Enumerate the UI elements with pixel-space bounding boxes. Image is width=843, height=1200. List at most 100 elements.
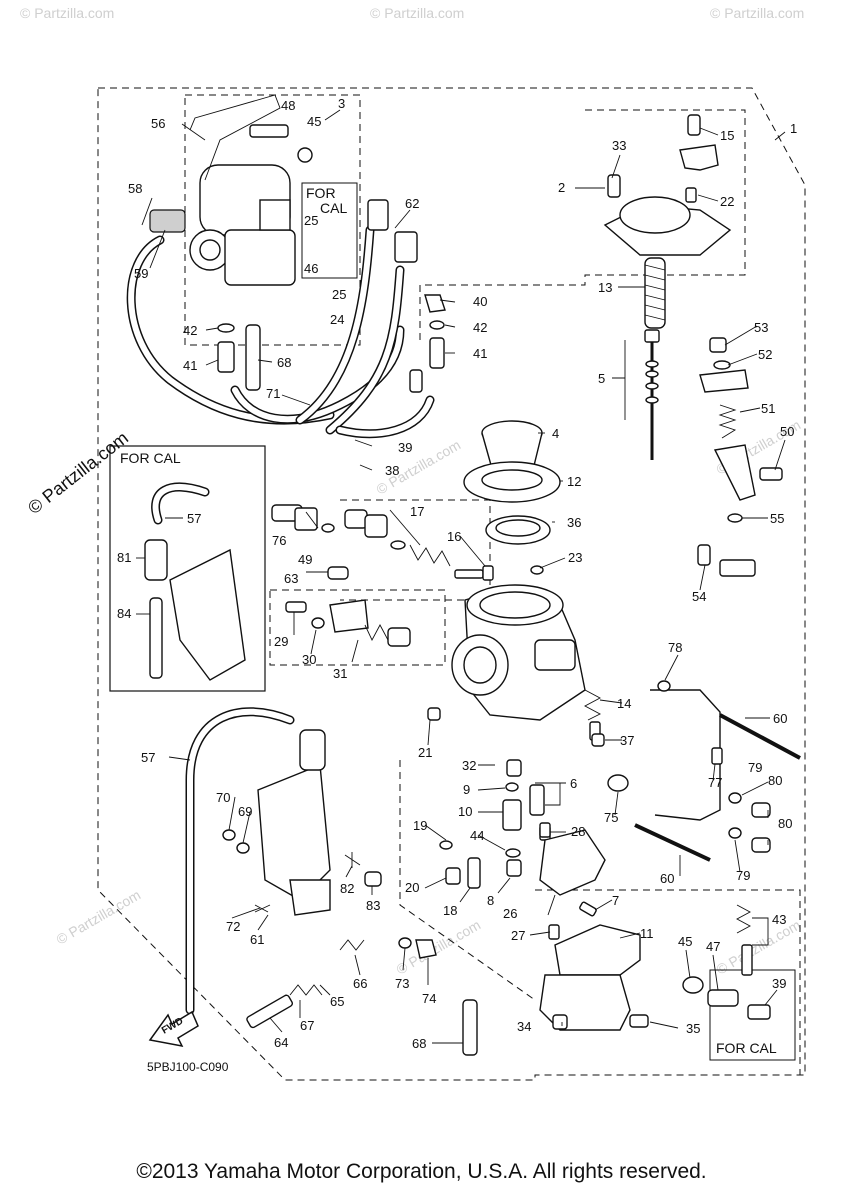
callout-55: 55 — [770, 511, 784, 526]
callout-45-right: 45 — [678, 934, 692, 949]
callout-44: 44 — [470, 828, 484, 843]
callout-54: 54 — [692, 589, 706, 604]
callout-31: 31 — [333, 666, 347, 681]
callout-19: 19 — [413, 818, 427, 833]
assembly-outline — [97, 87, 806, 1081]
callout-82: 82 — [340, 881, 354, 896]
callout-78: 78 — [668, 640, 682, 655]
callout-77: 77 — [708, 775, 722, 790]
callout-56: 56 — [151, 116, 165, 131]
callout-66: 66 — [353, 976, 367, 991]
callout-46: 46 — [304, 261, 318, 276]
callout-12: 12 — [567, 474, 581, 489]
group-box-jets — [399, 760, 536, 1001]
group-box-29-31 — [269, 589, 446, 666]
callout-65: 65 — [330, 994, 344, 1009]
callout-1: 1 — [790, 121, 797, 136]
callout-52: 52 — [758, 347, 772, 362]
callout-79: 79 — [748, 760, 762, 775]
callout-49: 49 — [298, 552, 312, 567]
callout-53: 53 — [754, 320, 768, 335]
callout-23: 23 — [568, 550, 582, 565]
leader-lines — [136, 109, 786, 1044]
group-box-3 — [184, 94, 361, 346]
for-cal-box-top — [301, 182, 358, 279]
callout-34: 34 — [517, 1019, 531, 1034]
callout-72: 72 — [226, 919, 240, 934]
callout-59: 59 — [134, 266, 148, 281]
callout-39-for-cal: 39 — [772, 976, 786, 991]
callout-60-lower: 60 — [660, 871, 674, 886]
partzilla-side-watermark: © Partzilla.com — [24, 428, 132, 518]
callout-24: 24 — [330, 312, 344, 327]
callout-74: 74 — [422, 991, 436, 1006]
callout-13: 13 — [598, 280, 612, 295]
callout-58: 58 — [128, 181, 142, 196]
callout-38: 38 — [385, 463, 399, 478]
callout-61: 61 — [250, 932, 264, 947]
for-cal-label: FOR CAL — [120, 450, 181, 466]
callout-8: 8 — [487, 893, 494, 908]
callout-42: 42 — [473, 320, 487, 335]
callout-7: 7 — [612, 893, 619, 908]
callout-83: 83 — [366, 898, 380, 913]
fwd-arrow-icon — [148, 1010, 199, 1048]
carburetor-body — [451, 584, 586, 721]
copyright-notice: ©2013 Yamaha Motor Corporation, U.S.A. A… — [136, 1160, 707, 1183]
for-cal-label-bottom: FOR CAL — [716, 1040, 777, 1056]
watermark: © Partzilla.com — [370, 5, 464, 21]
callout-2: 2 — [558, 180, 565, 195]
callout-79-lower: 79 — [736, 868, 750, 883]
watermark: © Partzilla.com — [54, 887, 144, 948]
callout-80-lower: 80 — [778, 816, 792, 831]
callout-68: 68 — [412, 1036, 426, 1051]
callout-16: 16 — [447, 529, 461, 544]
callout-35: 35 — [686, 1021, 700, 1036]
callout-71: 71 — [266, 386, 280, 401]
watermark: © Partzilla.com — [714, 917, 804, 978]
watermark: © Partzilla.com — [710, 5, 804, 21]
callout-10: 10 — [458, 804, 472, 819]
carburetor-assembly-small — [149, 94, 313, 286]
callout-30: 30 — [302, 652, 316, 667]
callout-84: 84 — [117, 606, 131, 621]
diagram-code: 5PBJ100-C090 — [147, 1060, 229, 1074]
for-cal-label-top-1: FOR — [306, 185, 336, 201]
watermark: © Partzilla.com — [20, 5, 114, 21]
callout-76: 76 — [272, 533, 286, 548]
callout-40: 40 — [473, 294, 487, 309]
for-cal-label-top-2: CAL — [320, 200, 347, 216]
callout-45: 45 — [307, 114, 321, 129]
callout-25-for-cal: 25 — [304, 213, 318, 228]
for-cal-inset-box — [109, 445, 266, 692]
callout-20: 20 — [405, 880, 419, 895]
callout-11: 11 — [640, 926, 654, 941]
callout-51: 51 — [761, 401, 775, 416]
callout-26: 26 — [503, 906, 517, 921]
vacuum-chamber-cover — [603, 114, 732, 329]
callout-3: 3 — [338, 96, 345, 111]
callout-14: 14 — [617, 696, 631, 711]
callout-48: 48 — [281, 98, 295, 113]
callout-41: 41 — [473, 346, 487, 361]
callout-28: 28 — [571, 824, 585, 839]
group-box-17 — [340, 499, 491, 601]
callout-67: 67 — [300, 1018, 314, 1033]
callout-6: 6 — [570, 776, 577, 791]
callout-39: 39 — [398, 440, 412, 455]
callout-69: 69 — [238, 804, 252, 819]
callout-29: 29 — [274, 634, 288, 649]
callout-36: 36 — [567, 515, 581, 530]
callout-41-left: 41 — [183, 358, 197, 373]
callout-4: 4 — [552, 426, 559, 441]
callout-57: 57 — [141, 750, 155, 765]
callout-70: 70 — [216, 790, 230, 805]
callout-60: 60 — [773, 711, 787, 726]
callout-numbers: 1 2 3 4 5 6 7 8 9 10 11 12 13 14 15 16 1… — [117, 96, 797, 1051]
callout-62: 62 — [405, 196, 419, 211]
callout-73: 73 — [395, 976, 409, 991]
callout-68-top: 68 — [277, 355, 291, 370]
callout-22: 22 — [720, 194, 734, 209]
callout-50: 50 — [780, 424, 794, 439]
